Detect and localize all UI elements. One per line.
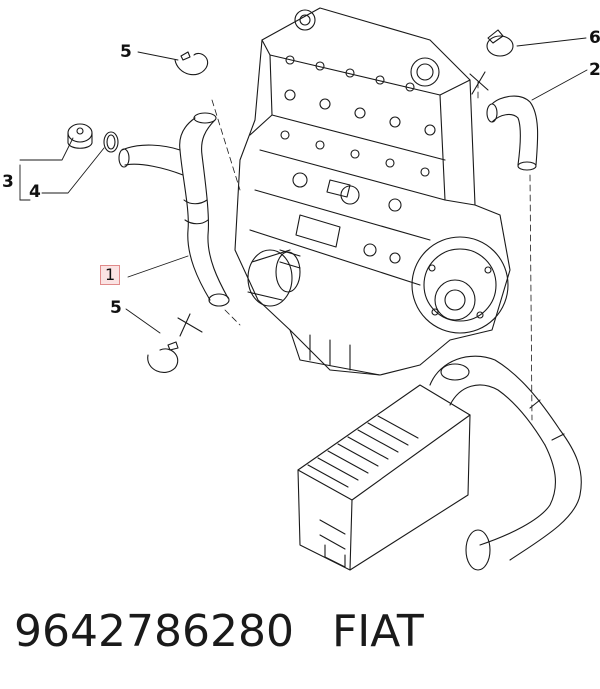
part-5-clamp-lower xyxy=(147,341,179,373)
air-filter-box xyxy=(297,355,582,571)
callout-1-highlighted: 1 xyxy=(100,265,121,285)
callout-5-upper: 5 xyxy=(120,42,132,62)
part-caption: 9642786280 FIAT xyxy=(14,606,594,666)
part-5-clamp-upper xyxy=(174,51,209,76)
callout-2: 2 xyxy=(589,60,600,80)
guide-crosses xyxy=(177,71,489,337)
part-number: 9642786280 xyxy=(14,606,294,657)
engine-block xyxy=(234,7,511,376)
callout-5-lower: 5 xyxy=(110,298,122,318)
exploded-parts-diagram xyxy=(19,7,588,571)
part-4-seal-ring xyxy=(103,131,119,153)
callout-3: 3 xyxy=(2,172,14,192)
brand-name: FIAT xyxy=(331,606,424,657)
part-3-filler-cap xyxy=(67,123,93,149)
part-6-clamp xyxy=(486,29,514,57)
dashed-guides xyxy=(211,81,533,421)
part-2-elbow-hose xyxy=(486,95,539,171)
callout-4: 4 xyxy=(29,182,41,202)
callout-6: 6 xyxy=(589,28,600,48)
leader-lines xyxy=(19,37,588,334)
part-1-breather-hose xyxy=(118,112,230,307)
